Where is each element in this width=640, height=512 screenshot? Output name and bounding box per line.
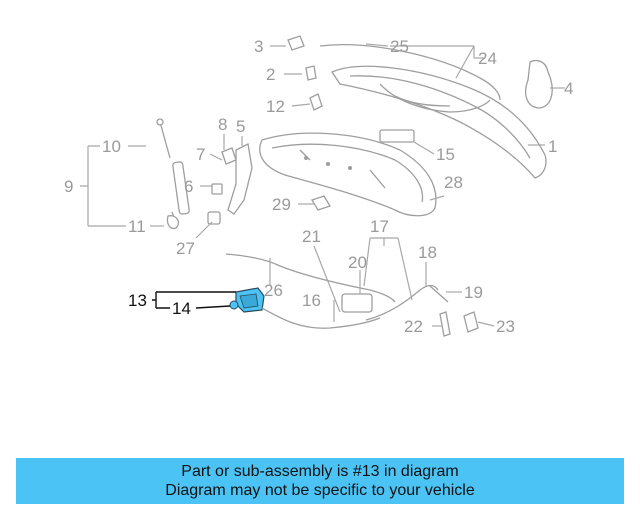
footer-line-part-number: Part or sub-assembly is #13 in diagram (181, 463, 459, 480)
latch-assembly-highlighted (229, 287, 265, 313)
callout-10: 10 (102, 137, 121, 156)
callout-14: 14 (172, 299, 191, 318)
release-handle-part (341, 293, 373, 313)
callout-15: 15 (436, 145, 455, 164)
callout-1: 1 (548, 137, 557, 156)
hood-seal (319, 44, 501, 101)
callout-6: 6 (184, 177, 193, 196)
push-clip-part (309, 93, 323, 111)
callout-5: 5 (236, 117, 245, 136)
callout-labels: 1 2 3 4 5 6 7 8 9 10 11 12 13 14 15 16 1… (64, 37, 573, 336)
clip-23 (463, 311, 479, 333)
callout-8: 8 (218, 115, 227, 134)
footer-line-disclaimer: Diagram may not be specific to your vehi… (165, 482, 475, 499)
callout-4: 4 (564, 79, 573, 98)
cable-19 (429, 285, 449, 303)
callout-16: 16 (302, 291, 321, 310)
callout-7: 7 (196, 145, 205, 164)
callout-13: 13 (128, 291, 147, 310)
hinge-parts (207, 143, 253, 225)
bracket-part (311, 195, 331, 211)
callout-9: 9 (64, 177, 73, 196)
hood-panel (331, 65, 547, 179)
footer-banner: Part or sub-assembly is #13 in diagram D… (16, 458, 624, 504)
grommet-part (525, 59, 553, 109)
striker-part (379, 129, 415, 143)
callout-29: 29 (272, 195, 291, 214)
clip-part (305, 65, 317, 81)
callout-19: 19 (464, 283, 483, 302)
callout-24: 24 (478, 49, 497, 68)
callout-17: 17 (370, 217, 389, 236)
callout-21: 21 (302, 227, 321, 246)
release-cable (225, 253, 396, 303)
callout-18: 18 (418, 243, 437, 262)
callout-25: 25 (390, 37, 409, 56)
hood-insulator (259, 132, 437, 217)
callout-12: 12 (266, 97, 285, 116)
callout-27: 27 (176, 239, 195, 258)
callout-23: 23 (496, 317, 515, 336)
hood-strut (156, 118, 190, 230)
clip-22 (439, 311, 451, 337)
callout-22: 22 (404, 317, 423, 336)
callout-11: 11 (128, 217, 146, 236)
callout-3: 3 (254, 37, 263, 56)
parts-diagram: 1 2 3 4 5 6 7 8 9 10 11 12 13 14 15 16 1… (64, 35, 573, 337)
callout-28: 28 (444, 173, 463, 192)
bumper-part (287, 35, 305, 51)
callout-26: 26 (264, 281, 283, 300)
cable-16 (261, 307, 381, 329)
callout-2: 2 (266, 65, 275, 84)
callout-20: 20 (348, 253, 367, 272)
cable-17 (365, 284, 439, 321)
leader-lines (80, 43, 565, 327)
